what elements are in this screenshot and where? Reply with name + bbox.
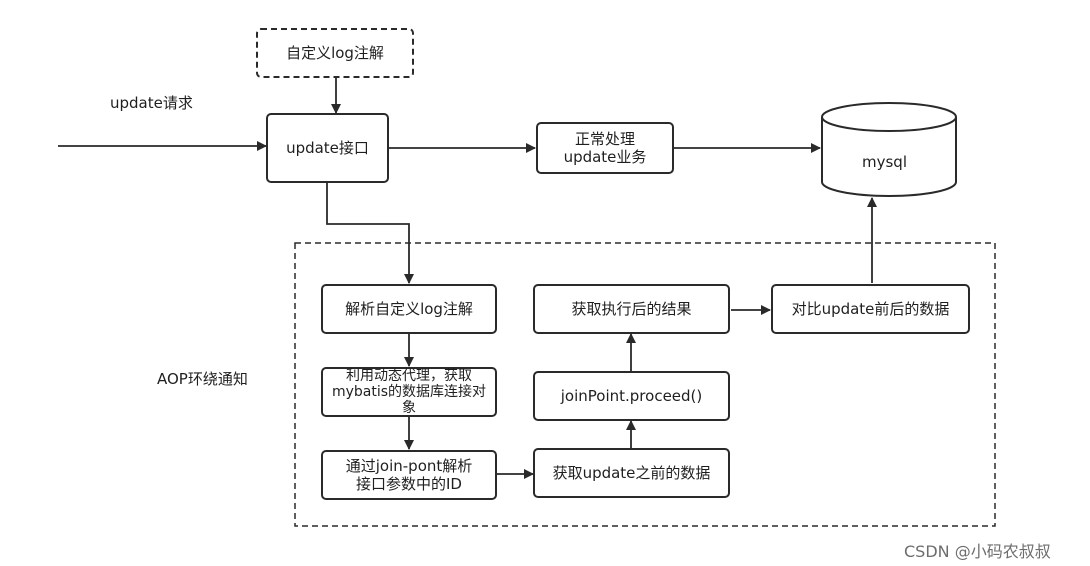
mysql-label: mysql	[862, 153, 907, 171]
custom-annotation-node[interactable]: 自定义log注解	[256, 28, 414, 78]
data-before-node[interactable]: 获取update之前的数据	[533, 448, 730, 498]
mysql-cylinder	[821, 102, 957, 197]
parse-annotation-node[interactable]: 解析自定义log注解	[321, 284, 497, 334]
csdn-watermark: CSDN @小码农叔叔	[904, 542, 1051, 561]
aop-label: AOP环绕通知	[157, 370, 248, 388]
arrow-interface-to-parse	[326, 183, 414, 284]
request-label: update请求	[110, 94, 193, 112]
dynamic-proxy-node[interactable]: 利用动态代理，获取mybatis的数据库连接对象	[321, 367, 497, 417]
aop-region	[294, 242, 996, 527]
update-interface-node[interactable]: update接口	[266, 113, 389, 183]
normal-process-node[interactable]: 正常处理 update业务	[536, 122, 674, 174]
result-after-node[interactable]: 获取执行后的结果	[533, 284, 730, 334]
proceed-node[interactable]: joinPoint.proceed()	[533, 371, 730, 421]
get-id-node[interactable]: 通过join-pont解析 接口参数中的ID	[321, 450, 497, 500]
compare-node[interactable]: 对比update前后的数据	[771, 284, 970, 334]
